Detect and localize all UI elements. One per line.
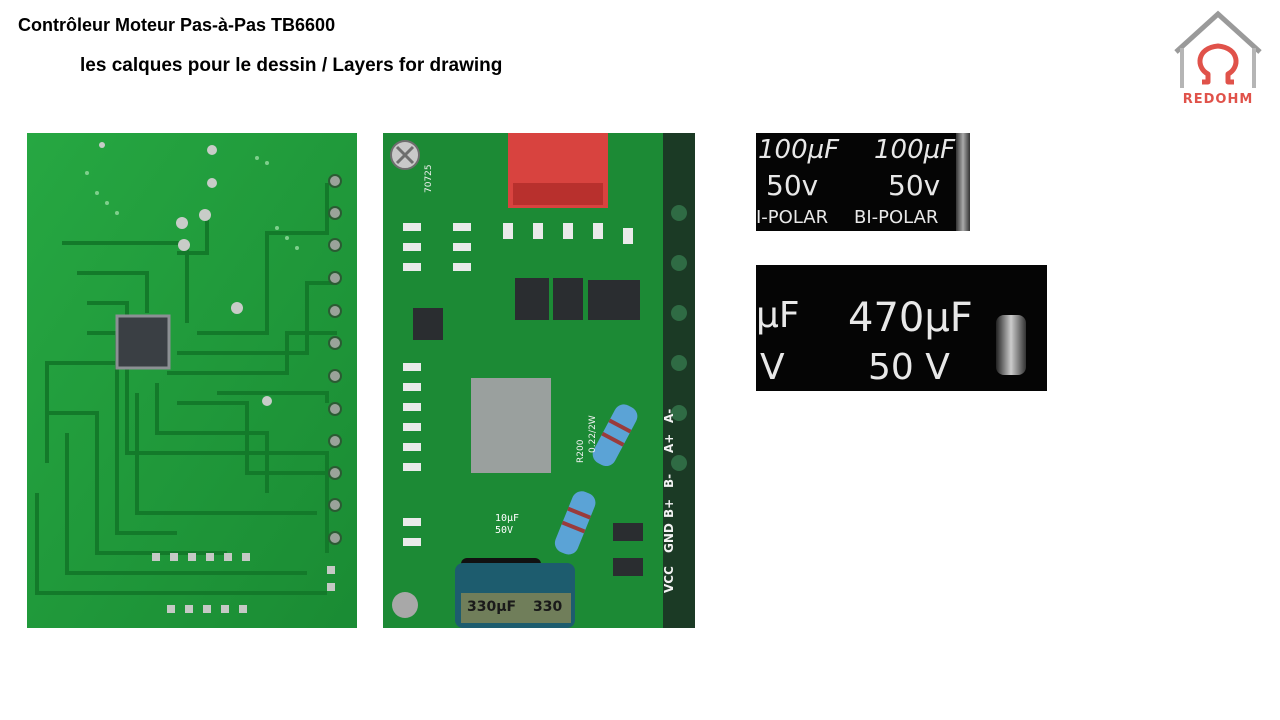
silk-bminus: B-: [662, 474, 676, 488]
silk-r-value: 0.22/2W: [588, 415, 598, 453]
house-omega-icon: [1174, 10, 1262, 88]
silk-gnd: GND: [662, 523, 676, 553]
cap-b-value: 470µF: [848, 295, 973, 341]
pcb-front-photo: VCC GND B+ B- A+ A- 70725 R200 0.22/2W 1…: [383, 133, 695, 628]
silk-aminus: A-: [662, 409, 676, 423]
capacitor-closeup-a: 100µF 100µF 50v 50v I-POLAR BI-POLAR: [756, 133, 970, 231]
cap-a-left-value: 100µF: [758, 135, 840, 165]
capacitor-closeup-b: µF 470µF V 50 V: [756, 265, 1047, 391]
cap-a-left-type: I-POLAR: [756, 207, 829, 228]
cap2-value: 330µF: [467, 599, 516, 615]
cap-b-voltage-fragment: V: [760, 347, 785, 388]
silk-code: 70725: [424, 164, 434, 193]
silk-aplus: A+: [662, 434, 676, 453]
cap2-value-b: 330: [533, 599, 562, 615]
cap1-voltage: 50V: [495, 525, 513, 536]
cap-a-right-type: BI-POLAR: [854, 207, 939, 228]
pcb-back-photo: [27, 133, 357, 628]
cap1-value: 10µF: [495, 513, 519, 524]
cap-a-right-voltage: 50v: [888, 169, 941, 202]
redohm-logo: REDOHM: [1168, 8, 1268, 112]
silk-bplus: B+: [662, 499, 676, 518]
cap-b-unit-fragment: µF: [756, 295, 800, 336]
page-subtitle: les calques pour le dessin / Layers for …: [80, 55, 503, 76]
cap-a-right-value: 100µF: [874, 135, 956, 165]
cap-a-left-voltage: 50v: [766, 169, 819, 202]
silk-r-label: R200: [576, 439, 586, 463]
page-title: Contrôleur Moteur Pas-à-Pas TB6600: [18, 15, 336, 35]
cap-b-voltage: 50 V: [868, 347, 950, 388]
logo-text: REDOHM: [1182, 92, 1254, 107]
silk-vcc: VCC: [662, 566, 676, 593]
